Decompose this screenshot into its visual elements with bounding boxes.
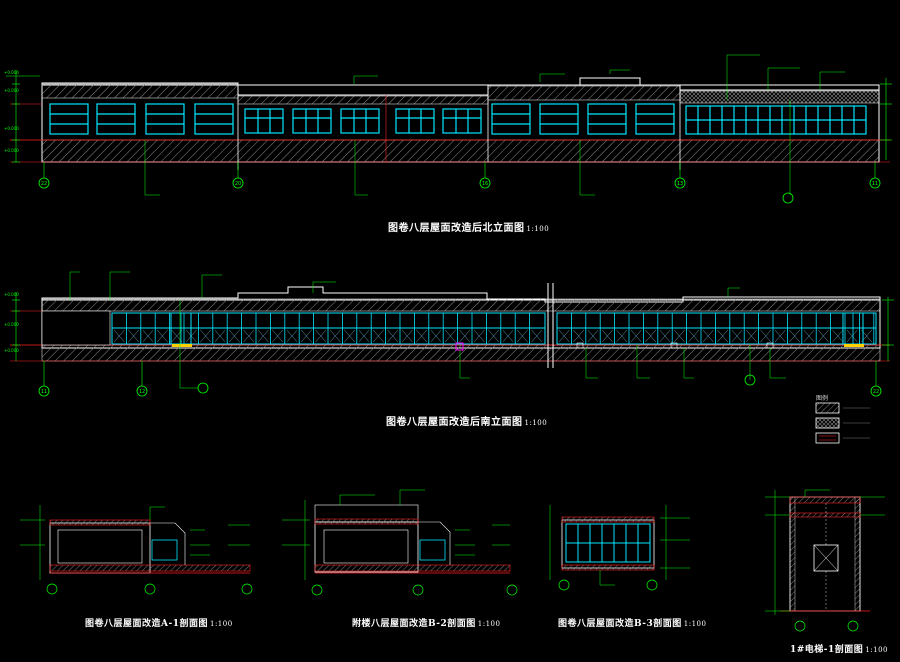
window-opening-mark xyxy=(171,329,183,343)
window-opening-mark xyxy=(645,329,656,343)
window-opening-mark xyxy=(315,329,327,343)
window-opening-mark xyxy=(387,329,399,343)
window-opening-mark xyxy=(229,329,240,343)
window-opening-mark xyxy=(344,329,355,343)
window-opening-mark xyxy=(473,329,485,343)
window-opening-mark xyxy=(803,329,815,343)
axis-label: 22 xyxy=(873,389,879,395)
caption-text: 图卷八层屋面改造后北立面图 xyxy=(388,223,525,234)
svg-text:+0.000: +0.000 xyxy=(4,126,19,131)
window-opening-mark xyxy=(358,329,370,343)
window-opening-mark xyxy=(157,329,168,343)
svg-text:+0.000: +0.000 xyxy=(4,322,19,327)
window-opening-mark xyxy=(774,329,786,343)
window-opening-mark xyxy=(846,329,858,343)
caption-text: 1#电梯-1剖面图 xyxy=(790,645,864,655)
caption-text: 图卷八层屋面改造B-3剖面图 xyxy=(558,619,682,629)
caption-text: 图卷八层屋面改造后南立面图 xyxy=(386,417,523,428)
svg-text:+0.000: +0.000 xyxy=(4,70,19,75)
window-opening-mark xyxy=(416,329,427,343)
window-opening-mark xyxy=(832,329,844,343)
window-opening-mark xyxy=(746,329,757,343)
axis-label: 11 xyxy=(872,181,878,187)
window-opening-mark xyxy=(731,329,743,343)
window-opening-mark xyxy=(702,329,714,343)
window-opening-mark xyxy=(717,329,728,343)
window-opening-mark xyxy=(688,329,700,343)
window-opening-mark xyxy=(818,329,829,343)
south-elevation: +0.000 +0.000 +0.000 11 12 22 xyxy=(4,271,894,397)
caption-text: 图卷八层屋面改造A-1剖面图 xyxy=(85,619,208,629)
section-1 xyxy=(20,505,253,595)
window-opening-mark xyxy=(257,329,269,343)
window-opening-mark xyxy=(329,329,341,343)
window-opening-mark xyxy=(243,329,255,343)
window-opening-mark xyxy=(573,329,584,343)
caption-scale: 1:100 xyxy=(865,646,888,654)
caption-scale: 1:100 xyxy=(209,620,233,628)
window-opening-mark xyxy=(459,329,471,343)
window-opening-mark xyxy=(301,329,312,343)
window-opening-mark xyxy=(401,329,413,343)
section-3 xyxy=(549,505,690,591)
caption-scale: 1:100 xyxy=(526,225,550,233)
axis-label: 13 xyxy=(677,181,683,187)
window-opening-mark xyxy=(128,329,139,343)
caption-scale: 1:100 xyxy=(477,620,501,628)
caption-scale: 1:100 xyxy=(524,419,548,427)
window-opening-mark xyxy=(142,329,154,343)
window-opening-mark xyxy=(558,329,570,343)
legend-title: 图例 xyxy=(816,395,829,402)
window-opening-mark xyxy=(630,329,642,343)
axis-label: 11 xyxy=(41,389,47,395)
svg-text:+0.000: +0.000 xyxy=(4,148,19,153)
window-opening-mark xyxy=(659,329,671,343)
svg-text:+0.000: +0.000 xyxy=(4,88,19,93)
north-elevation: +0.000 +0.000 +0.000 +0.000 22 20 16 13 11 xyxy=(4,54,892,204)
window-opening-mark xyxy=(113,329,125,343)
section-4 xyxy=(765,489,885,632)
window-opening-mark xyxy=(445,329,456,343)
caption-text: 附楼八层屋面改造B-2剖面图 xyxy=(352,619,476,629)
window-opening-mark xyxy=(789,329,800,343)
window-opening-mark xyxy=(272,329,283,343)
window-opening-mark xyxy=(286,329,298,343)
svg-text:+0.000: +0.000 xyxy=(4,348,19,353)
window-opening-mark xyxy=(517,329,528,343)
axis-label: 12 xyxy=(139,389,145,395)
axis-label: 16 xyxy=(482,181,488,187)
axis-label: 20 xyxy=(235,181,241,187)
window-opening-mark xyxy=(488,329,499,343)
window-opening-mark xyxy=(602,329,613,343)
window-opening-mark xyxy=(674,329,685,343)
window-opening-mark xyxy=(373,329,384,343)
window-opening-mark xyxy=(200,329,211,343)
window-opening-mark xyxy=(214,329,226,343)
legend xyxy=(815,402,870,444)
window-opening-mark xyxy=(616,329,628,343)
axis-label: 22 xyxy=(41,181,47,187)
window-opening-mark xyxy=(502,329,514,343)
window-opening-mark xyxy=(587,329,599,343)
window-opening-mark xyxy=(760,329,772,343)
caption-scale: 1:100 xyxy=(683,620,707,628)
svg-text:+0.000: +0.000 xyxy=(4,292,19,297)
window-opening-mark xyxy=(430,329,442,343)
window-opening-mark xyxy=(531,329,543,343)
section-2 xyxy=(282,489,518,596)
